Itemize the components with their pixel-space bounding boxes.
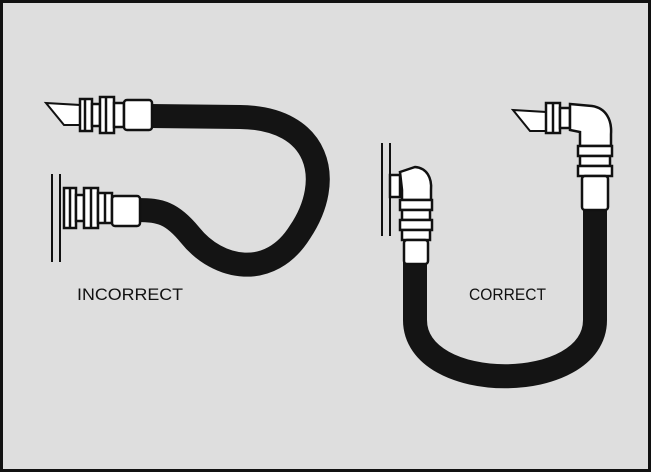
correct-label: CORRECT bbox=[469, 285, 546, 304]
incorrect-lower-fitting bbox=[62, 186, 142, 230]
correct-left-fitting bbox=[388, 165, 434, 266]
incorrect-upper-fitting bbox=[78, 95, 154, 135]
correct-hose bbox=[403, 208, 607, 389]
incorrect-assembly: INCORRECT bbox=[43, 95, 330, 304]
incorrect-label: INCORRECT bbox=[77, 285, 183, 304]
correct-right-fitting bbox=[544, 101, 614, 212]
incorrect-mounting-plate bbox=[51, 174, 61, 262]
incorrect-hose bbox=[137, 104, 330, 277]
correct-assembly: CORRECT bbox=[381, 101, 614, 389]
